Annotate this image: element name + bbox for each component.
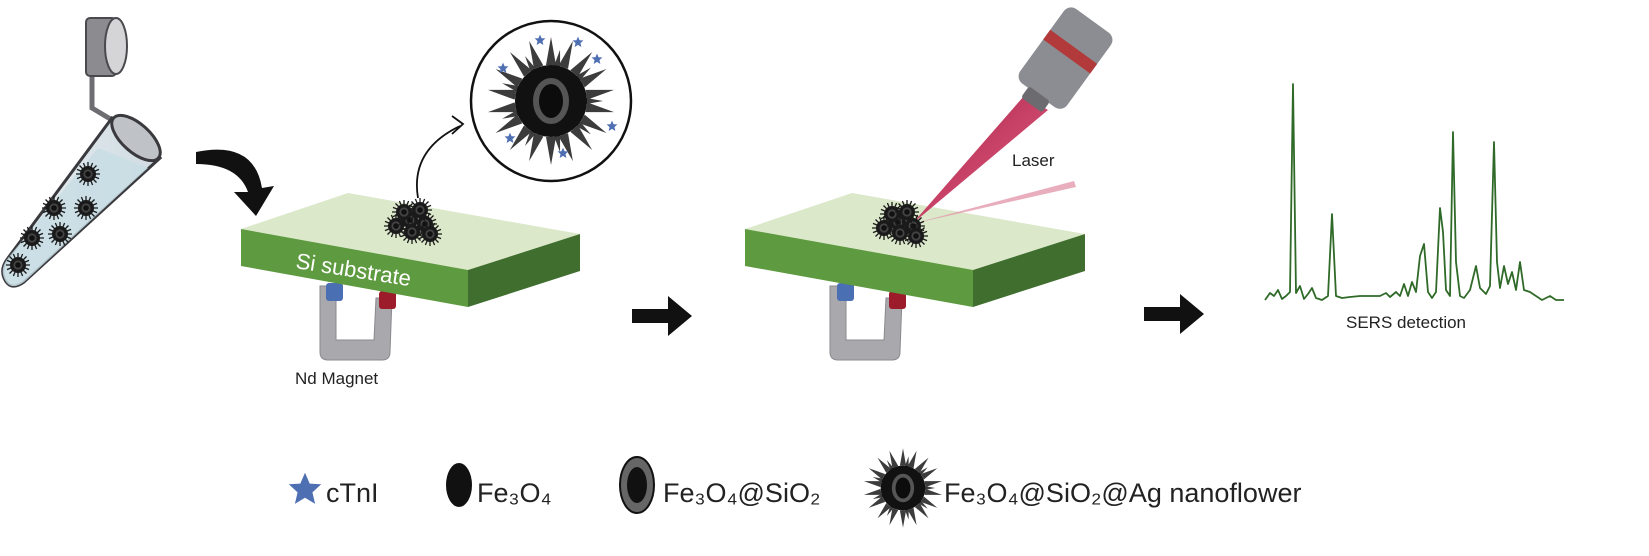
tube-icon bbox=[1, 17, 163, 288]
legend-item-nanoflower: Fe₃O₄@SiO₂@Ag nanoflower bbox=[863, 448, 1301, 528]
legend-item-fe3o4: Fe₃O₄ bbox=[446, 463, 552, 508]
nanoflower-icon bbox=[487, 37, 615, 165]
detection-label: SERS detection bbox=[1346, 313, 1466, 332]
spectrum-icon: SERS detection bbox=[1264, 83, 1564, 332]
fe3o4-icon bbox=[446, 463, 472, 507]
cluster-particle bbox=[894, 199, 920, 225]
star-icon bbox=[557, 147, 569, 158]
tube-cap bbox=[85, 17, 128, 77]
tube-particle bbox=[75, 161, 101, 187]
arrow-icon bbox=[1144, 294, 1204, 334]
laser-beam bbox=[912, 96, 1048, 224]
magnet-icon bbox=[829, 283, 906, 361]
magnet-label: Nd Magnet bbox=[295, 369, 378, 388]
cluster-particle bbox=[399, 219, 425, 245]
laser-label: Laser bbox=[1012, 151, 1055, 170]
cluster-particle bbox=[903, 223, 929, 249]
cluster-particle bbox=[407, 197, 433, 223]
star-icon bbox=[288, 472, 322, 504]
legend: cTnI Fe₃O₄ Fe₃O₄@SiO₂ Fe₃O₄@SiO₂@Ag nano… bbox=[288, 448, 1301, 528]
star-icon bbox=[572, 36, 584, 47]
star-icon bbox=[497, 62, 509, 73]
star-icon bbox=[504, 132, 516, 143]
magnet-icon bbox=[319, 283, 396, 361]
nanoflower-legend-icon bbox=[863, 448, 943, 528]
legend-item-ctni: cTnI bbox=[288, 472, 379, 508]
substrate-panel-1: Si substrate Nd Magnet bbox=[241, 115, 580, 388]
star-icon bbox=[534, 34, 546, 45]
tube-particle bbox=[19, 225, 45, 251]
substrate-panel-2: Laser bbox=[745, 7, 1113, 361]
legend-item-fe3o4-sio2: Fe₃O₄@SiO₂ bbox=[619, 456, 820, 514]
zoom-circle bbox=[469, 19, 633, 183]
curved-arrow-icon bbox=[196, 149, 274, 216]
star-icon bbox=[606, 120, 618, 131]
cluster-particle bbox=[417, 221, 443, 247]
laser-icon bbox=[1018, 7, 1113, 112]
legend-label-fe3o4: Fe₃O₄ bbox=[477, 478, 552, 508]
tube-particle bbox=[41, 195, 67, 221]
legend-label-nanoflower: Fe₃O₄@SiO₂@Ag nanoflower bbox=[944, 478, 1301, 508]
arrow-icon bbox=[632, 296, 692, 336]
tube-particle bbox=[5, 252, 31, 278]
tube-particle bbox=[47, 221, 73, 247]
zoom-arrow bbox=[416, 125, 461, 199]
legend-label-ctni: cTnI bbox=[326, 478, 379, 508]
star-icon bbox=[591, 53, 603, 64]
legend-label-fe3o4-sio2: Fe₃O₄@SiO₂ bbox=[663, 478, 820, 508]
scattered-beam bbox=[912, 181, 1076, 224]
tube-particle bbox=[73, 195, 99, 221]
